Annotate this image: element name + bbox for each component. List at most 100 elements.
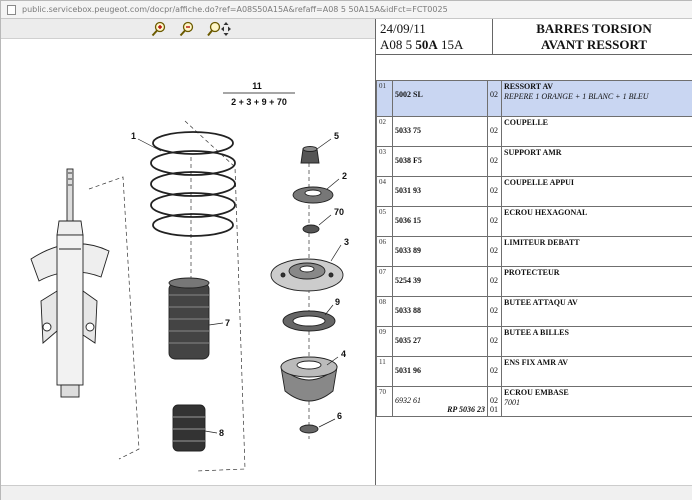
number-cell[interactable]: 5033 89	[392, 236, 488, 267]
zoom-pan-icon[interactable]	[207, 21, 231, 37]
number-cell[interactable]: 5031 96	[392, 356, 488, 387]
support-cup	[280, 356, 338, 402]
ref-cell: 07	[376, 266, 393, 297]
part-ref: 07	[379, 268, 386, 276]
part-ref: 01	[379, 82, 386, 90]
part-number[interactable]: 5031 93	[395, 186, 421, 195]
part-ref: 03	[379, 148, 386, 156]
qty-cell: 02	[487, 206, 502, 237]
callout-2: 2	[342, 171, 347, 181]
url-text[interactable]: public.servicebox.peugeot.com/docpr/affi…	[22, 5, 448, 14]
part-qty: 02	[490, 126, 498, 135]
part-name: ECROU EMBASE	[504, 388, 569, 397]
part-ref: 04	[379, 178, 386, 186]
part-number[interactable]: 5254 39	[395, 276, 421, 285]
part-number[interactable]: 5033 75	[395, 126, 421, 135]
number-cell[interactable]: 5254 39	[392, 266, 488, 297]
parts-pane: 24/09/11 A08 5 50A 15A BARRES TORSION AV…	[375, 19, 692, 485]
part-number[interactable]: 5002 SL	[395, 90, 423, 99]
coil-spring	[150, 131, 236, 237]
qty-cell: 02	[487, 266, 502, 297]
qty-cell: 02	[487, 116, 502, 147]
formula-bottom: 2 + 3 + 9 + 70	[231, 97, 287, 107]
part-number[interactable]: 6932 61	[395, 396, 421, 405]
ref-cell: 04	[376, 176, 393, 207]
number-cell[interactable]: 5033 88	[392, 296, 488, 327]
part-qty-alt: 01	[490, 405, 498, 414]
part-ref: 05	[379, 208, 386, 216]
description-cell: ENS FIX AMR AV	[501, 356, 692, 387]
parts-row[interactable]: 07 5254 39 02 PROTECTEUR	[376, 266, 692, 297]
part-qty: 02	[490, 90, 498, 99]
callout-9: 9	[335, 297, 340, 307]
part-number[interactable]: 5038 F5	[395, 156, 422, 165]
hex-nut	[300, 146, 320, 164]
part-number[interactable]: 5031 96	[395, 366, 421, 375]
description-cell: COUPELLE	[501, 116, 692, 147]
callout-6: 6	[337, 411, 342, 421]
description-cell: BUTEE A BILLES	[501, 326, 692, 357]
ref-cell: 02	[376, 116, 393, 147]
bellows-protector	[168, 277, 210, 360]
number-cell[interactable]: 5035 27	[392, 326, 488, 357]
qty-cell: 02	[487, 236, 502, 267]
qty-cell: 02	[487, 296, 502, 327]
zoom-out-icon[interactable]	[179, 21, 195, 37]
callout-70: 70	[334, 207, 344, 217]
formula-top: 11	[252, 81, 262, 91]
number-cell[interactable]: 5038 F5	[392, 146, 488, 177]
description-cell: BUTEE ATTAQU AV	[501, 296, 692, 327]
part-ref: 70	[379, 388, 386, 396]
part-number[interactable]: 5033 88	[395, 306, 421, 315]
part-number[interactable]: 5033 89	[395, 246, 421, 255]
number-cell[interactable]: 6932 61 RP 5036 23	[392, 386, 488, 417]
part-qty: 02	[490, 216, 498, 225]
description-cell: COUPELLE APPUI	[501, 176, 692, 207]
address-bar[interactable]: public.servicebox.peugeot.com/docpr/affi…	[1, 1, 692, 19]
header-date: 24/09/11	[380, 21, 426, 36]
description-cell: ECROU HEXAGONAL	[501, 206, 692, 237]
qty-cell: 02	[487, 176, 502, 207]
number-cell[interactable]: 5031 93	[392, 176, 488, 207]
part-qty: 02	[490, 276, 498, 285]
part-number-alt[interactable]: RP 5036 23	[447, 405, 485, 414]
part-number[interactable]: 5035 27	[395, 336, 421, 345]
part-qty: 02	[490, 366, 498, 375]
part-ref: 08	[379, 298, 386, 306]
part-qty: 02	[490, 396, 498, 405]
number-cell[interactable]: 5002 SL	[392, 80, 488, 117]
callout-4: 4	[341, 349, 346, 359]
number-cell[interactable]: 5033 75	[392, 116, 488, 147]
callout-5: 5	[334, 131, 339, 141]
exploded-diagram: 11 2 + 3 + 9 + 70	[30, 81, 349, 472]
part-qty: 02	[490, 336, 498, 345]
part-name: PROTECTEUR	[504, 268, 560, 277]
header-left: 24/09/11 A08 5 50A 15A	[380, 21, 463, 53]
flange-nut	[302, 224, 320, 234]
part-name: LIMITEUR DEBATT	[504, 238, 580, 247]
ref-cell: 70	[376, 386, 393, 417]
zoom-in-icon[interactable]	[151, 21, 167, 37]
part-number[interactable]: 5036 15	[395, 216, 421, 225]
ref-cell: 09	[376, 326, 393, 357]
description-cell: PROTECTEUR	[501, 266, 692, 297]
page-icon	[7, 4, 16, 15]
part-qty: 02	[490, 246, 498, 255]
qty-cell: 02	[487, 326, 502, 357]
part-name: RESSORT AV	[504, 82, 554, 91]
number-cell[interactable]: 5036 15	[392, 206, 488, 237]
